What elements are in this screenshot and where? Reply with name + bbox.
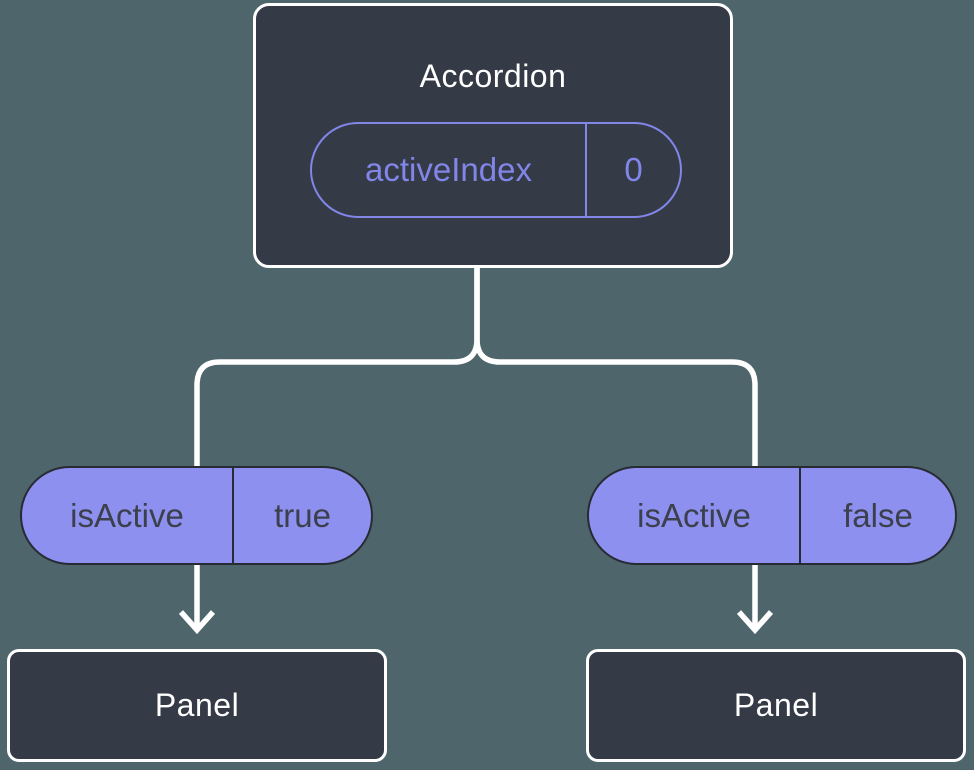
prop-pill-activeindex: activeIndex 0 <box>310 122 682 218</box>
prop-value-activeindex: 0 <box>624 151 643 188</box>
prop-pill-isactive-false: isActive false <box>587 466 957 565</box>
accordion-node-title: Accordion <box>419 58 567 94</box>
prop-value-false: false <box>843 496 913 534</box>
prop-pill-isactive-true: isActive true <box>20 466 373 565</box>
prop-name-isactive-left: isActive <box>22 468 234 563</box>
node-accordion: Accordion activeIndex 0 <box>253 3 733 268</box>
node-panel-left: Panel <box>7 649 387 762</box>
arrowhead-right-icon <box>736 610 774 635</box>
connector-branch-left <box>194 266 480 467</box>
panel-right-title: Panel <box>733 687 819 723</box>
prop-value-true: true <box>274 496 331 534</box>
node-panel-right: Panel <box>586 649 966 762</box>
prop-name-isactive-right: isActive <box>589 468 801 563</box>
arrowhead-left-icon <box>178 610 216 635</box>
connector-branch-right <box>474 266 758 467</box>
prop-name-activeindex: activeIndex <box>312 124 587 216</box>
panel-left-title: Panel <box>154 687 240 723</box>
